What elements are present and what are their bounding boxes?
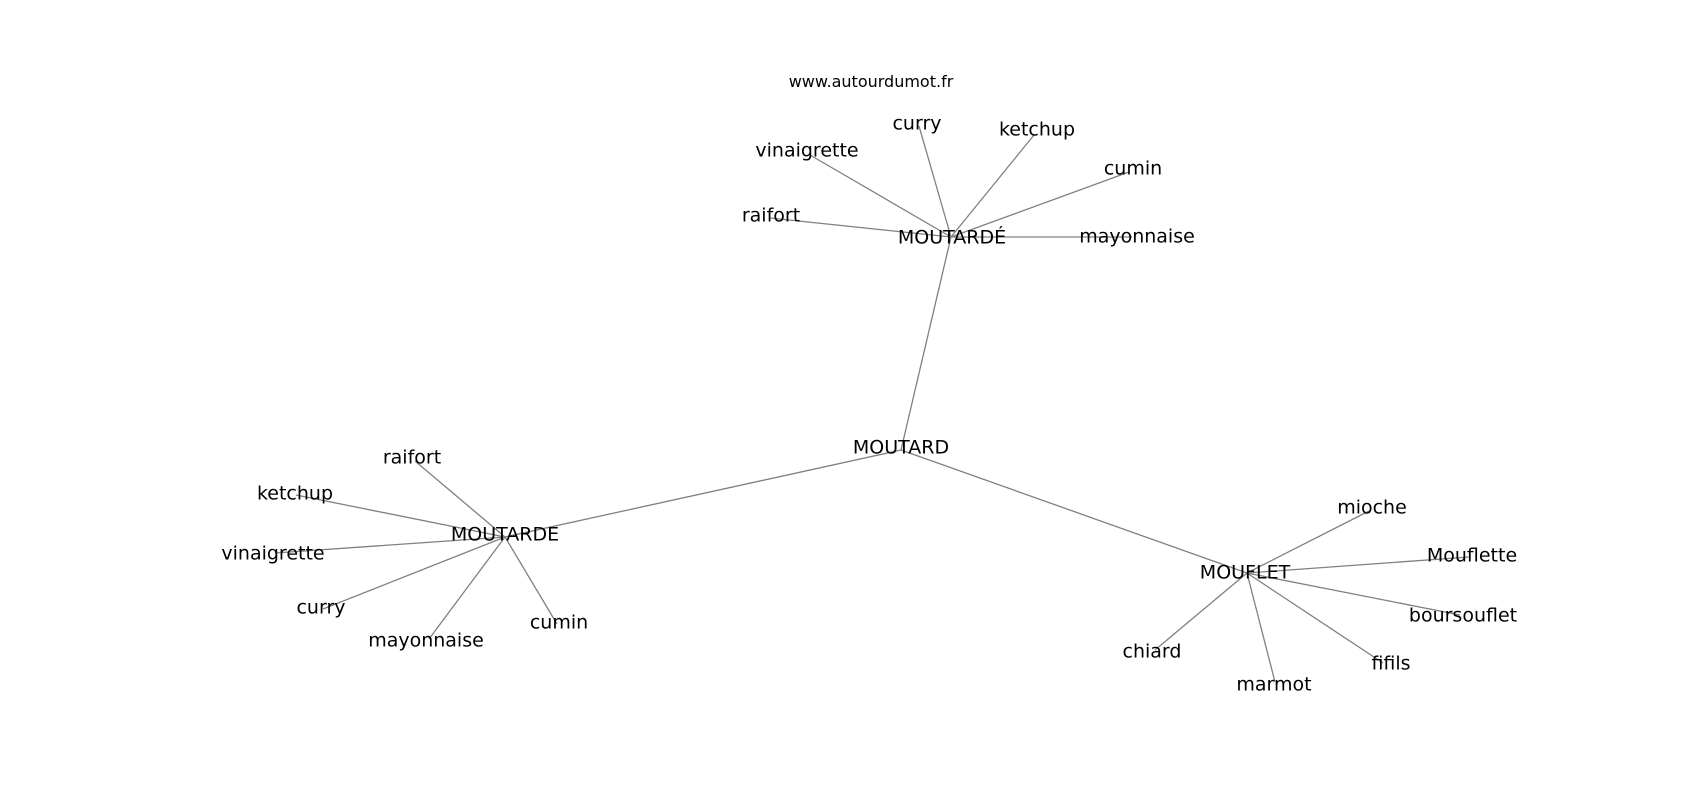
edge-moutarde-me_vinaigrette: [274, 536, 506, 554]
node-label-mf_mioche: mioche: [1337, 497, 1407, 519]
node-label-me_ketchup: ketchup: [257, 483, 333, 505]
site-url-label: www.autourdumot.fr: [789, 72, 954, 91]
node-label-mf_marmot: marmot: [1236, 674, 1311, 696]
edge-mouflet-mf_fifils: [1246, 572, 1384, 664]
edge-moutarde-me_cumin: [504, 536, 558, 625]
edge-moutarde_accent-ma_curry: [918, 125, 952, 238]
node-label-ma_mayonnaise: mayonnaise: [1079, 226, 1195, 248]
edge-mouflet-mf_mioche: [1246, 510, 1370, 574]
edge-moutarde-me_ketchup: [295, 494, 506, 538]
edge-mouflet-mf_chiard: [1154, 572, 1248, 651]
edge-moutarde-me_raifort: [414, 460, 506, 538]
edge-mouflet-mf_mouflette: [1246, 556, 1470, 574]
node-label-mf_chiard: chiard: [1123, 641, 1182, 663]
graph-node-labels: MOUTARD MOUTARDÉ MOUTARDE MOUFLET curry ketch…: [221, 113, 1517, 696]
edge-mouflet-mf_marmot: [1246, 572, 1276, 683]
node-label-mf_fifils: fifils: [1371, 653, 1410, 675]
node-label-mf_boursouflet: boursouflet: [1409, 605, 1517, 627]
node-label-ma_raifort: raifort: [742, 205, 800, 227]
node-label-me_cumin: cumin: [530, 612, 588, 634]
edge-moutard-moutarde_accent: [900, 236, 952, 451]
node-label-moutarde_accent: MOUTARDÉ: [898, 226, 1006, 249]
node-label-me_raifort: raifort: [383, 447, 441, 469]
edge-moutarde_accent-ma_vinaigrette: [809, 154, 952, 238]
edge-moutarde_accent-ma_cumin: [950, 171, 1130, 238]
edge-moutard-mouflet: [900, 449, 1248, 574]
node-label-me_vinaigrette: vinaigrette: [221, 543, 324, 565]
node-label-me_mayonnaise: mayonnaise: [368, 630, 484, 652]
edge-moutarde-me_curry: [322, 536, 506, 610]
edge-moutarde_accent-ma_raifort: [769, 217, 952, 238]
node-label-ma_ketchup: ketchup: [999, 119, 1075, 141]
edge-moutarde_accent-ma_ketchup: [950, 134, 1035, 238]
node-label-moutard: MOUTARD: [853, 437, 949, 459]
edge-mouflet-mf_boursouflet: [1246, 572, 1461, 616]
node-label-ma_cumin: cumin: [1104, 158, 1162, 180]
node-label-mouflet: MOUFLET: [1200, 562, 1291, 584]
node-label-me_curry: curry: [296, 597, 345, 619]
node-label-ma_curry: curry: [892, 113, 941, 135]
node-label-moutarde: MOUTARDE: [451, 524, 559, 546]
node-label-ma_vinaigrette: vinaigrette: [755, 140, 858, 162]
edge-moutard-moutarde: [504, 449, 902, 538]
node-label-mf_mouflette: Mouflette: [1427, 545, 1517, 567]
graph-edges: [274, 125, 1470, 683]
edge-moutarde-me_mayonnaise: [428, 536, 506, 640]
